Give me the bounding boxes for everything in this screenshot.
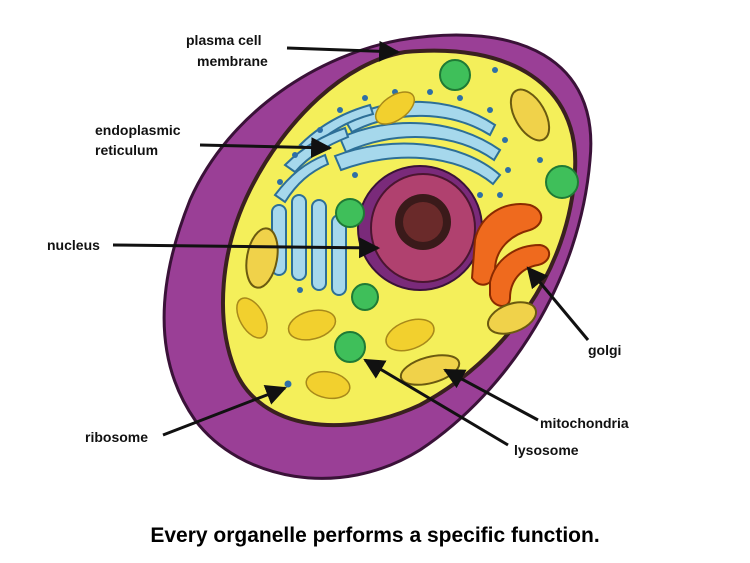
mitochondria-organelles — [245, 88, 551, 386]
label-er-1: endoplasmic — [95, 122, 181, 138]
label-lysosome: lysosome — [514, 442, 579, 458]
nucleus-organelle — [357, 165, 483, 291]
label-plasma-membrane-1: plasma cell — [186, 32, 262, 48]
label-golgi: golgi — [588, 342, 621, 358]
label-arrows — [112, 40, 590, 447]
label-plasma-membrane-2: membrane — [197, 53, 268, 69]
vesicles — [236, 91, 435, 400]
lysosomes — [334, 59, 579, 363]
caption: Every organelle performs a specific func… — [150, 524, 599, 547]
golgi-apparatus — [470, 203, 551, 307]
label-er-2: reticulum — [95, 142, 158, 158]
ribosome-dots — [277, 67, 543, 388]
label-ribosome: ribosome — [85, 429, 148, 445]
label-mitochondria: mitochondria — [540, 415, 629, 431]
label-nucleus: nucleus — [47, 237, 100, 253]
